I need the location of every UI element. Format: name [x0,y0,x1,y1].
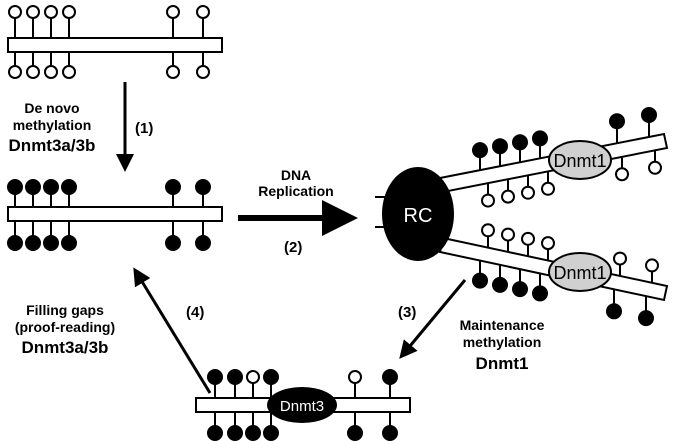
methylated-cpg [382,369,398,385]
unmethylated-cpg [501,227,515,242]
step2-number: (2) [284,239,302,256]
methylated-cpg [382,425,398,441]
methylated-cpg [207,369,223,385]
methylated-cpg [609,113,625,130]
step3-number: (3) [398,304,416,321]
methylated-cpg [165,179,181,195]
step4-enzyme: Dnmt3a/3b [22,338,109,357]
step1-text: methylation [13,117,92,133]
step3-text: Maintenance [460,317,545,333]
unmethylated-cpg [613,251,627,266]
arrow-maintenance [399,279,467,359]
dnmt1-upper-label: Dnmt1 [553,151,606,171]
step4-number: (4) [186,304,204,321]
dna-strand-unmethylated [7,37,223,53]
methylated-cpg [195,179,211,195]
dna-strand-methylated [7,206,223,222]
unmethylated-cpg [501,189,515,204]
unmethylated-cpg [615,167,629,182]
dnmt1-upper [548,140,612,180]
methylated-cpg [492,138,508,155]
step2-text: Replication [258,183,333,199]
methylated-cpg [227,369,243,385]
step4-text: (proof-reading) [15,319,115,335]
unmethylated-cpg [481,193,495,208]
unmethylated-cpg [481,223,495,238]
step1-text: De novo [24,100,79,116]
unmethylated-cpg [8,5,22,19]
methylated-cpg [25,235,41,251]
methylated-cpg [263,425,279,441]
unmethylated-cpg [648,160,662,175]
methylated-cpg [245,425,261,441]
unmethylated-cpg [44,5,58,19]
methylated-cpg [25,179,41,195]
methylated-cpg [492,276,508,293]
methylated-cpg [195,235,211,251]
methylated-cpg [165,235,181,251]
methylated-cpg [472,142,488,159]
methylated-cpg [532,285,548,302]
unmethylated-cpg [541,181,555,196]
step3-enzyme: Dnmt1 [476,354,529,373]
methylated-cpg [512,281,528,298]
arrow-filling-gaps [133,267,212,394]
unmethylated-cpg [196,5,210,19]
unmethylated-cpg [246,370,260,384]
unmethylated-cpg [26,5,40,19]
step1-enzyme: Dnmt3a/3b [9,136,96,155]
step3-text: methylation [463,334,542,350]
methylated-cpg [43,235,59,251]
methylated-cpg [532,130,548,147]
methylated-cpg [512,134,528,151]
unmethylated-cpg [8,65,22,79]
methylated-cpg [606,303,622,320]
step4-text: Filling gaps [26,302,104,318]
dnmt1-lower-label: Dnmt1 [553,263,606,283]
methylated-cpg [7,235,23,251]
dnmt1-lower [548,252,612,292]
unmethylated-cpg [196,65,210,79]
methylated-cpg [207,425,223,441]
unmethylated-cpg [166,5,180,19]
methylated-cpg [7,179,23,195]
unmethylated-cpg [645,258,659,273]
dnmt3 [267,387,337,423]
methylated-cpg [61,179,77,195]
unmethylated-cpg [521,231,535,246]
methylated-cpg [263,369,279,385]
unmethylated-cpg [62,65,76,79]
dnmt3-label: Dnmt3 [280,398,324,415]
methylated-cpg [347,425,363,441]
unmethylated-cpg [44,65,58,79]
methylated-cpg [472,272,488,289]
replication-complex [382,167,454,261]
methylated-cpg [61,235,77,251]
unmethylated-cpg [166,65,180,79]
unmethylated-cpg [521,185,535,200]
step1-number: (1) [135,120,153,137]
methylated-cpg [43,179,59,195]
methylated-cpg [227,425,243,441]
methylated-cpg [641,106,657,123]
unmethylated-cpg [541,236,555,251]
methylated-cpg [638,310,654,327]
unmethylated-cpg [62,5,76,19]
rc-label: RC [404,205,433,227]
unmethylated-cpg [348,370,362,384]
unmethylated-cpg [26,65,40,79]
step2-text: DNA [281,167,311,183]
